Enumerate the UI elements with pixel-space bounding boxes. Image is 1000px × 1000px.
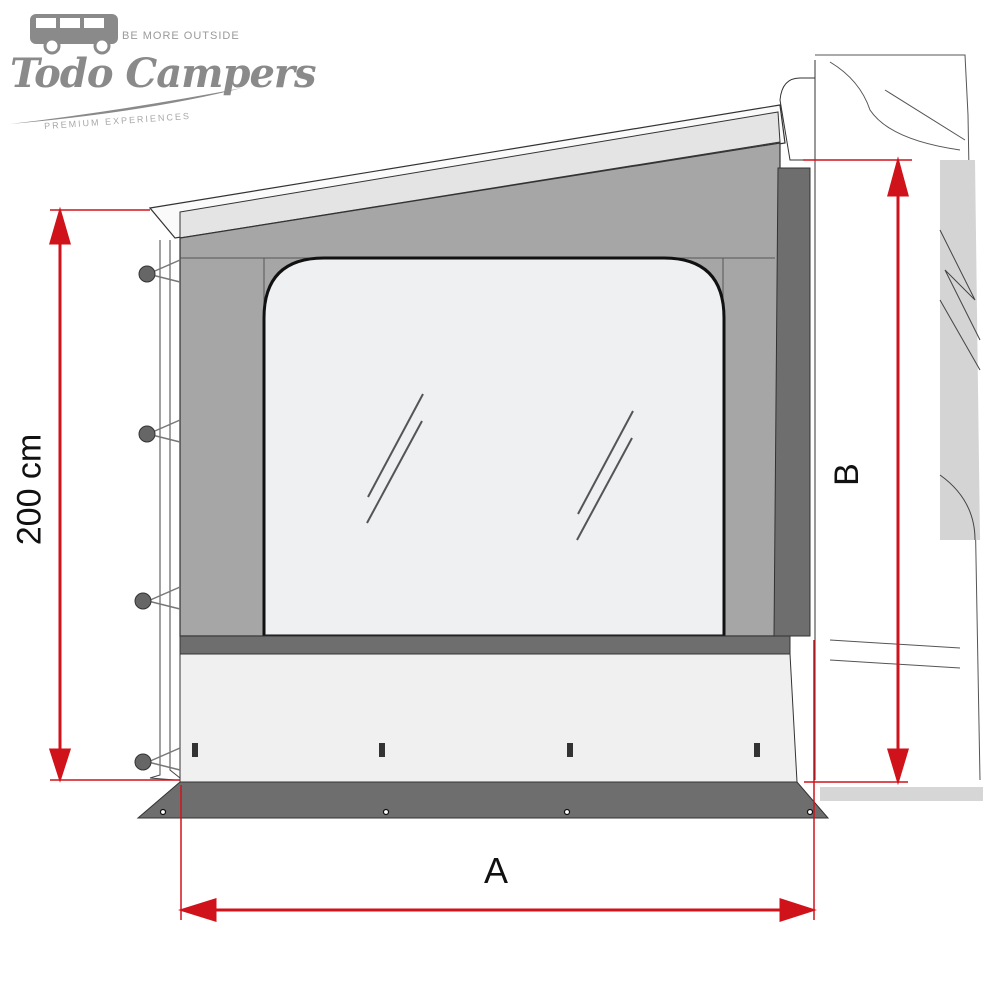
awning-housing [779,77,816,161]
width-dimension-label: A [484,850,509,891]
vehicle-window [940,160,980,540]
camper-van-icon [30,14,118,55]
logo-tagline-top: BE MORE OUTSIDE [122,30,240,42]
tension-strap-icons [134,259,181,771]
window-glare-icon [366,393,634,541]
vehicle-height-dimension-label: B [827,463,866,486]
dimension-a [177,640,817,923]
vehicle-decals [939,229,981,541]
ground-line [820,787,983,801]
height-dimension-label: 200 cm [10,433,49,546]
dimension-b [803,156,912,786]
side-pole-cover [773,167,811,637]
todo-campers-logo: BE MORE OUTSIDE Todo Campers PREMIUM EXP… [6,8,317,133]
panel-window [262,256,726,638]
awning-roof [179,111,781,239]
peg-icons [192,743,760,757]
logo-brand-text: Todo Campers [10,50,317,97]
panel-skirt [179,653,798,783]
panel-band [179,635,791,655]
floor-mat [136,781,830,819]
left-pole [149,240,181,781]
dimension-height-200 [48,206,180,783]
